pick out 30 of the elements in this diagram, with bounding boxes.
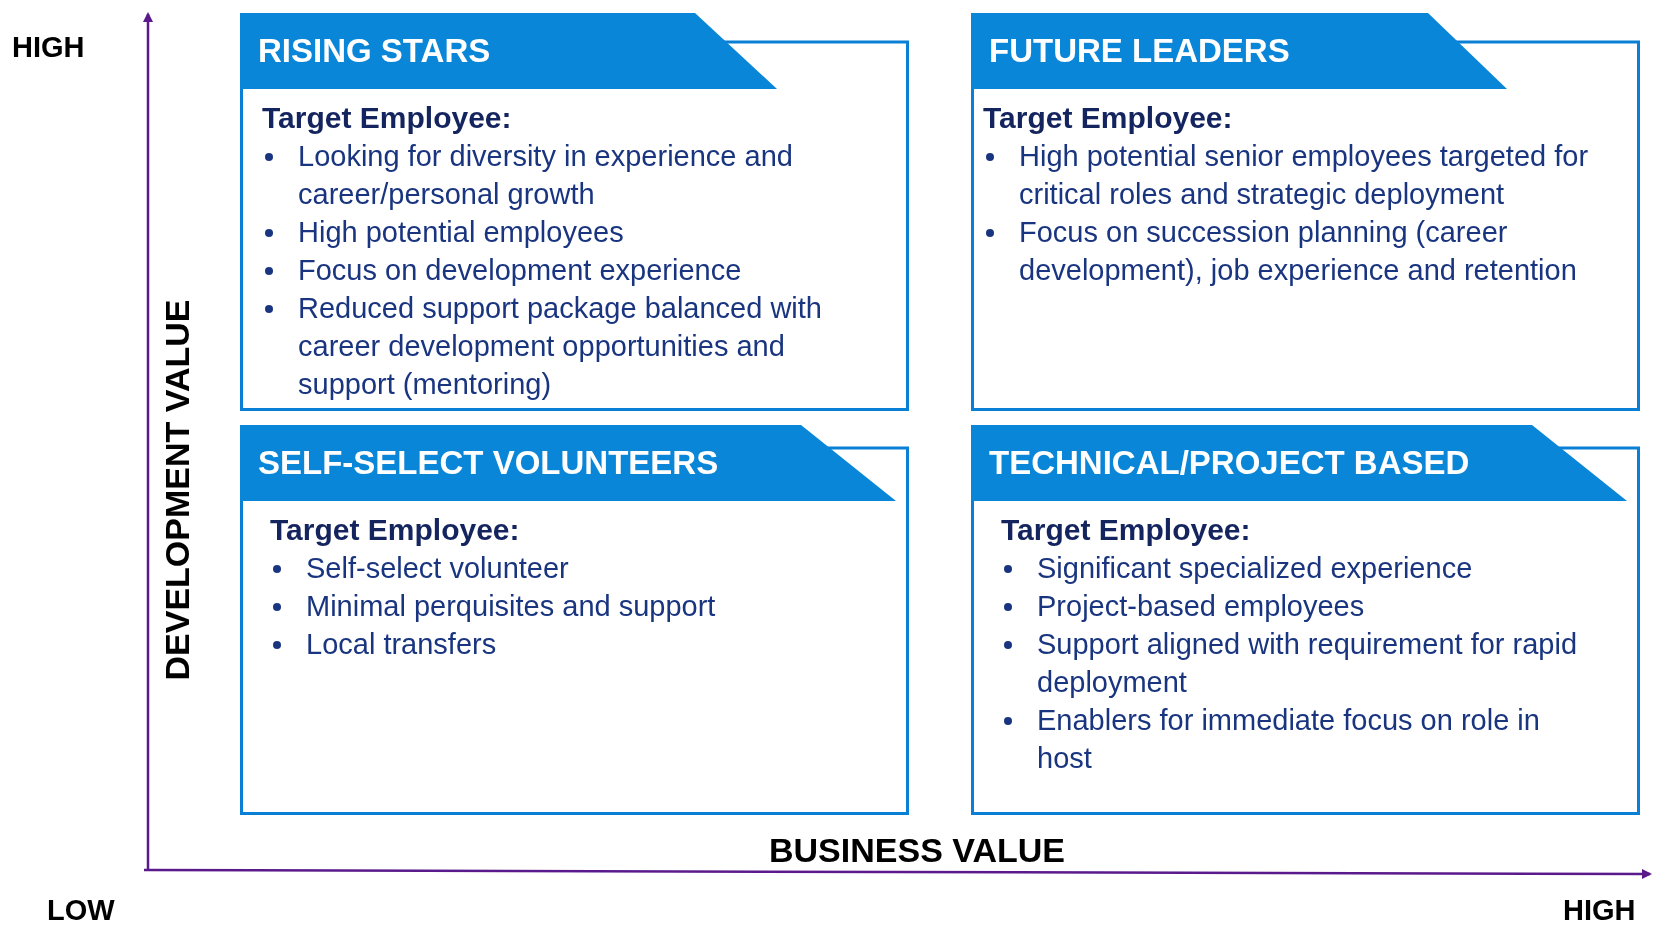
target-heading: Target Employee: [983, 100, 1234, 136]
quadrant-card [240, 13, 909, 411]
quadrant-title: FUTURE LEADERS [989, 31, 1290, 71]
bullet-text: Local transfers [306, 627, 498, 662]
quadrant-title: SELF-SELECT VOLUNTEERS [258, 443, 719, 483]
bullet-text: Enablers for immediate focus on role in host [1037, 703, 1541, 776]
target-heading: Target Employee: [262, 100, 513, 136]
axis-level-label: HIGH [12, 30, 85, 64]
bullet-text: Minimal perquisites and support [306, 589, 717, 624]
quadrant-title: TECHNICAL/PROJECT BASED [989, 443, 1470, 483]
target-heading: Target Employee: [270, 512, 521, 548]
axis-title: DEVELOPMENT VALUE [160, 299, 194, 681]
bullet-text: Focus on development experience [298, 253, 743, 288]
quadrant-title: RISING STARS [258, 31, 491, 71]
bullet-text: Looking for diversity in experience and career/personal growth [298, 139, 794, 212]
quadrant-card [971, 425, 1640, 815]
axis-level-label: LOW [47, 893, 115, 925]
bullet-text: Focus on succession planning (career development), job experience and retention [1019, 215, 1578, 288]
target-heading: Target Employee: [1001, 512, 1252, 548]
bullet-text: Significant specialized experience [1037, 551, 1474, 586]
quadrant-card [971, 13, 1640, 411]
axis-title: BUSINESS VALUE [769, 833, 1065, 867]
quadrant-card [240, 425, 909, 815]
bullet-text: Project-based employees [1037, 589, 1366, 624]
bullet-text: Reduced support package balanced with career development opportunities and support (mentoring) [298, 291, 823, 402]
bullet-text: Self-select volunteer [306, 551, 570, 586]
axis-level-label: HIGH [1563, 893, 1636, 925]
bullet-text: Support aligned with requirement for rapid deployment [1037, 627, 1579, 700]
bullet-text: High potential senior employees targeted for critical roles and strategic deployment [1019, 139, 1590, 212]
bullet-text: High potential employees [298, 215, 625, 250]
